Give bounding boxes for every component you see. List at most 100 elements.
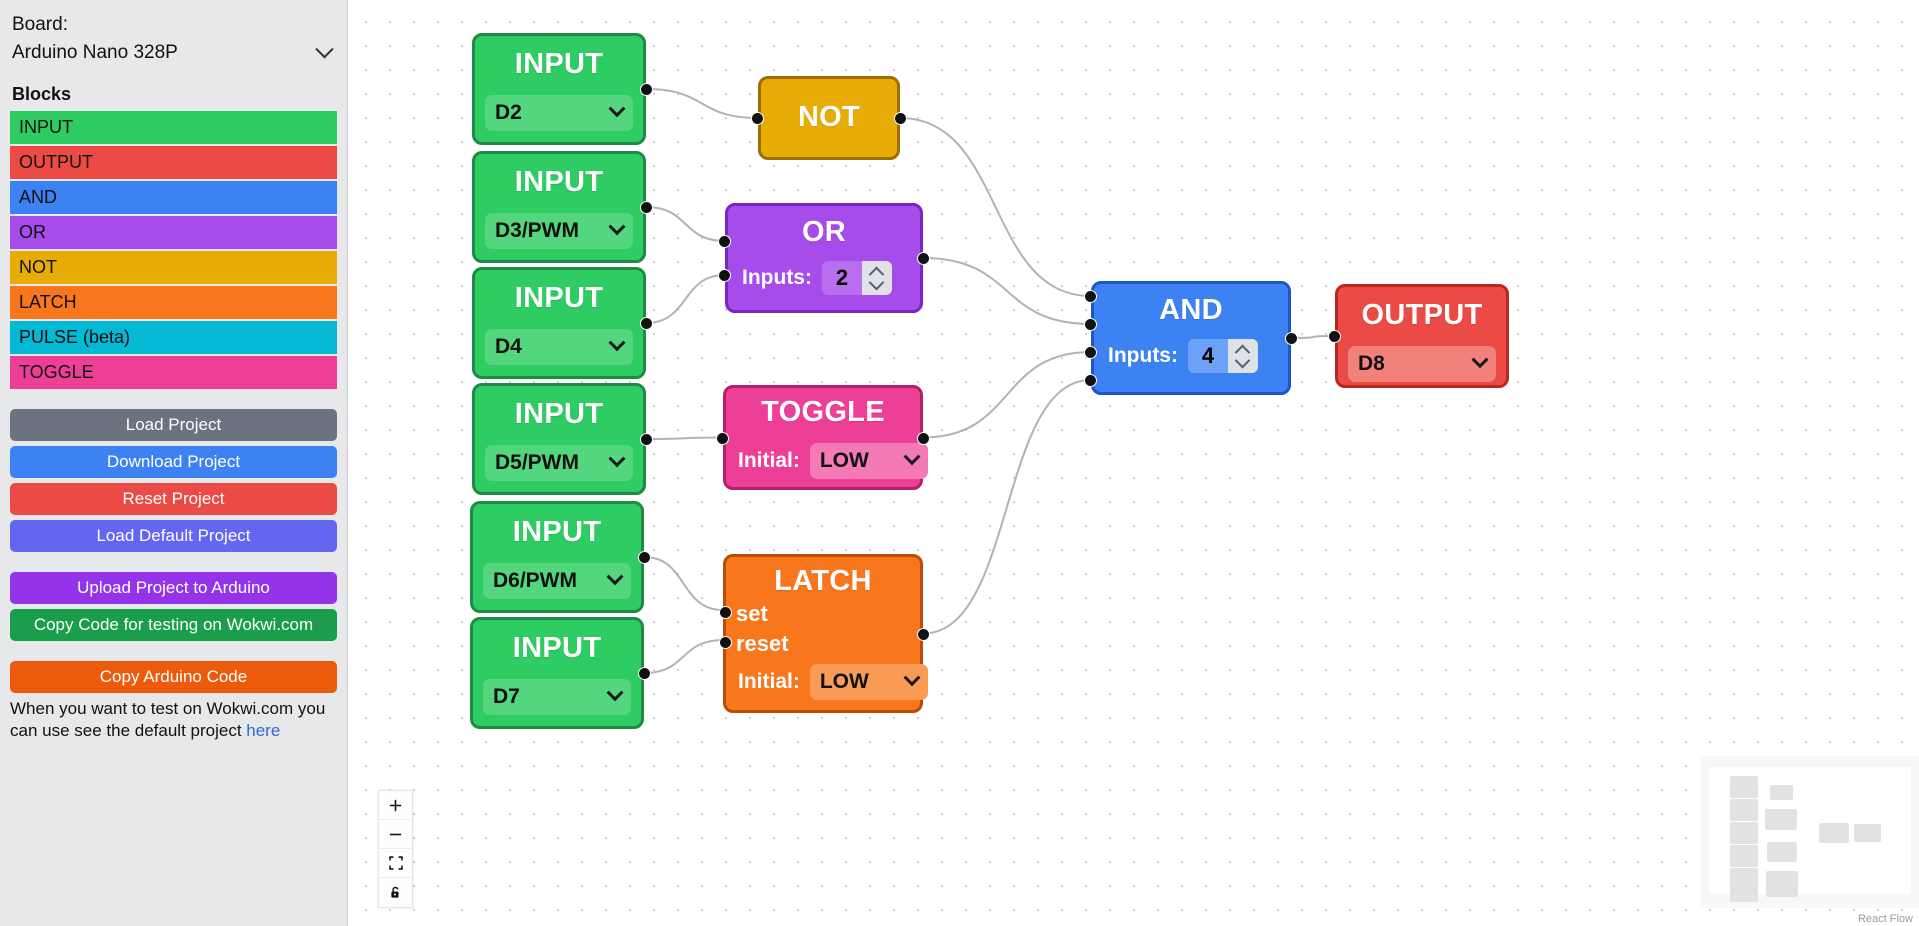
- output-handle[interactable]: [917, 431, 930, 445]
- spacer: [10, 389, 337, 409]
- node-in-d6[interactable]: INPUT D6/PWM: [470, 501, 651, 613]
- zoom-out-button[interactable]: [379, 820, 412, 849]
- chevron-down-icon: [608, 100, 626, 118]
- pin-select-value: D7: [493, 685, 520, 708]
- edge-in-d4-to-or-1[interactable]: [645, 274, 726, 324]
- node-title: NOT: [797, 101, 861, 133]
- input-handle[interactable]: [751, 112, 764, 125]
- pin-select[interactable]: D3/PWM: [485, 213, 633, 249]
- edge-in-d5-to-tog-1[interactable]: [645, 436, 724, 440]
- output-handle[interactable]: [917, 627, 930, 641]
- palette-item-input[interactable]: INPUT: [10, 111, 337, 144]
- wokwi-default-project-link[interactable]: here: [246, 720, 281, 740]
- palette-item-output[interactable]: OUTPUT: [10, 146, 337, 179]
- pin-select[interactable]: D4: [485, 329, 633, 365]
- edge-latch-1-to-and-1[interactable]: [922, 379, 1092, 635]
- lock-button[interactable]: [379, 878, 412, 907]
- input-handle[interactable]: [716, 431, 729, 445]
- initial-select[interactable]: LOW: [809, 443, 928, 479]
- minimap-node: [1854, 824, 1881, 842]
- output-handle[interactable]: [640, 317, 653, 330]
- inputs-spinner[interactable]: [861, 261, 892, 295]
- node-not-1[interactable]: NOT: [751, 76, 907, 160]
- input-handle[interactable]: [1328, 330, 1341, 343]
- pin-select[interactable]: D2: [485, 95, 633, 131]
- minimap[interactable]: [1701, 756, 1919, 908]
- inputs-number-value[interactable]: 2: [821, 261, 862, 295]
- pin-select[interactable]: D6/PWM: [483, 563, 631, 599]
- palette-item-pulse-beta[interactable]: PULSE (beta): [10, 321, 337, 354]
- edge-in-d6-to-latch-1[interactable]: [643, 556, 724, 611]
- board-select[interactable]: Arduino Nano 328P: [10, 38, 337, 68]
- output-handle[interactable]: [640, 83, 653, 96]
- input-handle-2[interactable]: [1084, 318, 1097, 331]
- chevron-down-icon: [315, 39, 334, 58]
- edge-or-1-to-and-1[interactable]: [922, 257, 1092, 325]
- pin-select[interactable]: D5/PWM: [485, 445, 633, 481]
- reset-input-handle[interactable]: [719, 636, 732, 649]
- output-handle[interactable]: [640, 433, 653, 446]
- input-handle-2[interactable]: [718, 269, 731, 282]
- input-handle-1[interactable]: [1084, 290, 1097, 303]
- reset-project-button[interactable]: Reset Project: [10, 483, 337, 515]
- palette-item-latch[interactable]: LATCH: [10, 286, 337, 319]
- palette-item-or[interactable]: OR: [10, 216, 337, 249]
- node-title: INPUT: [512, 516, 602, 548]
- output-handle[interactable]: [894, 112, 907, 125]
- load-project-button[interactable]: Load Project: [10, 409, 337, 441]
- output-handle[interactable]: [917, 252, 930, 265]
- edge-in-d7-to-latch-1[interactable]: [643, 639, 724, 674]
- pin-select-value: D3/PWM: [495, 219, 579, 242]
- set-input-handle[interactable]: [719, 606, 732, 619]
- wokwi-note-line2: can use see the default project here: [10, 720, 337, 742]
- inputs-number-stepper[interactable]: 4: [1187, 339, 1258, 373]
- input-handle-3[interactable]: [1084, 346, 1097, 359]
- load-default-project-button[interactable]: Load Default Project: [10, 520, 337, 552]
- palette-item-and[interactable]: AND: [10, 181, 337, 214]
- input-handle-4[interactable]: [1084, 374, 1097, 387]
- minimap-node: [1765, 809, 1797, 830]
- fit-view-button[interactable]: [379, 849, 412, 878]
- copy-arduino-code-button[interactable]: Copy Arduino Code: [10, 661, 337, 693]
- pin-select[interactable]: D7: [483, 679, 631, 715]
- zoom-in-button[interactable]: [379, 791, 412, 820]
- edge-in-d3-to-or-1[interactable]: [645, 206, 726, 242]
- edge-not-1-to-and-1[interactable]: [899, 117, 1092, 297]
- reset-label: reset: [736, 631, 789, 656]
- palette-item-label: PULSE (beta): [19, 327, 131, 347]
- react-flow-attribution[interactable]: React Flow: [1857, 913, 1913, 925]
- pin-select[interactable]: D8: [1348, 346, 1496, 382]
- edge-in-d2-to-not-1[interactable]: [645, 88, 759, 119]
- pin-select-value: D5/PWM: [495, 451, 579, 474]
- minus-icon: [389, 833, 402, 835]
- initial-select[interactable]: LOW: [809, 664, 928, 700]
- inputs-number-stepper[interactable]: 2: [821, 261, 892, 295]
- inputs-spinner[interactable]: [1227, 339, 1258, 373]
- upload-project-to-arduino-button[interactable]: Upload Project to Arduino: [10, 572, 337, 604]
- palette-item-toggle[interactable]: TOGGLE: [10, 356, 337, 389]
- palette-item-label: TOGGLE: [19, 362, 94, 382]
- inputs-number-value[interactable]: 4: [1187, 339, 1228, 373]
- output-handle[interactable]: [640, 201, 653, 214]
- copy-code-for-testing-on-wokwi-com-button[interactable]: Copy Code for testing on Wokwi.com: [10, 609, 337, 641]
- output-handle[interactable]: [1285, 332, 1298, 345]
- edge-tog-1-to-and-1[interactable]: [922, 351, 1092, 439]
- output-handle[interactable]: [638, 667, 651, 680]
- download-project-button[interactable]: Download Project: [10, 446, 337, 478]
- palette-item-not[interactable]: NOT: [10, 251, 337, 284]
- output-handle[interactable]: [638, 551, 651, 564]
- input-handle-1[interactable]: [718, 235, 731, 248]
